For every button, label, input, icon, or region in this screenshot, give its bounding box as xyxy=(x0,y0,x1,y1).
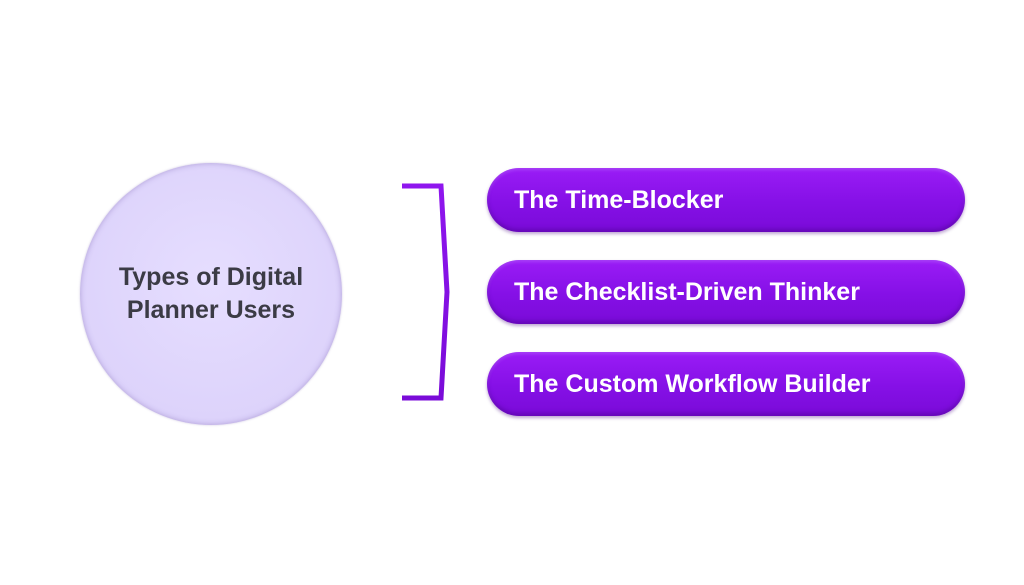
branch-pill-custom-workflow-builder: The Custom Workflow Builder xyxy=(487,352,965,416)
branch-label: The Time-Blocker xyxy=(514,185,724,214)
branch-label: The Checklist-Driven Thinker xyxy=(514,277,860,306)
hub-label: Types of Digital Planner Users xyxy=(118,263,304,324)
hub-circle: Types of Digital Planner Users xyxy=(80,163,342,425)
branch-label: The Custom Workflow Builder xyxy=(514,369,871,398)
branch-pill-time-blocker: The Time-Blocker xyxy=(487,168,965,232)
branch-pill-checklist-driven-thinker: The Checklist-Driven Thinker xyxy=(487,260,965,324)
bracket-shape xyxy=(402,183,450,401)
